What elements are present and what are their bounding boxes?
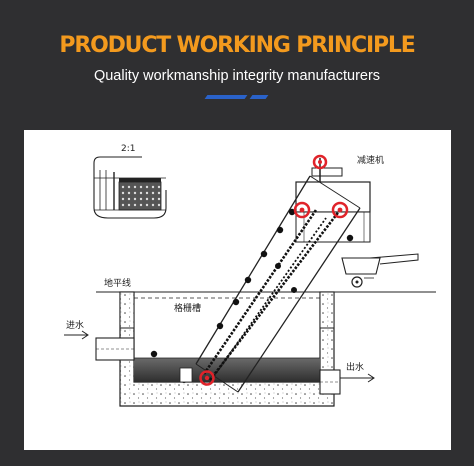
- bottom-sprocket: [199, 370, 215, 386]
- detail-scale-label: 2:1: [121, 144, 135, 154]
- conveyor-frame: [195, 175, 361, 393]
- water-inlet-label: 进水: [66, 319, 84, 331]
- page-subtitle: Quality workmanship integrity manufactur…: [93, 68, 381, 84]
- accent-bar-short: [249, 95, 269, 99]
- water-outlet-label: 出水: [346, 361, 364, 373]
- reducer-label: 减速机: [357, 154, 384, 166]
- reducer-housing: 减速机: [295, 154, 384, 243]
- ground-line-label: 地平线: [104, 277, 131, 289]
- diagram-panel: 2:1 减速机 地: [24, 130, 451, 450]
- upper-left-sprocket: [293, 201, 311, 219]
- page-title: PRODUCT WORKING PRINCIPLE: [59, 33, 415, 58]
- inlet-pipe: 进水: [64, 319, 135, 361]
- upper-right-sprocket: [331, 201, 349, 219]
- sprockets: [199, 154, 349, 386]
- bottom-support: [179, 367, 193, 383]
- rake-teeth: [150, 208, 354, 383]
- accent-bar-long: [204, 95, 248, 99]
- working-principle-diagram: 2:1 减速机 地: [64, 144, 436, 407]
- grille-channel-label: 格栅槽: [174, 302, 201, 314]
- outlet-pipe: 出水: [319, 361, 375, 395]
- detail-inset: 2:1: [93, 144, 167, 219]
- channel-walls: 格栅槽: [119, 291, 335, 407]
- top-sprocket: [312, 154, 328, 170]
- drive-chain: [202, 209, 342, 381]
- discharge-trolley: [341, 253, 419, 288]
- water-body: [134, 358, 320, 382]
